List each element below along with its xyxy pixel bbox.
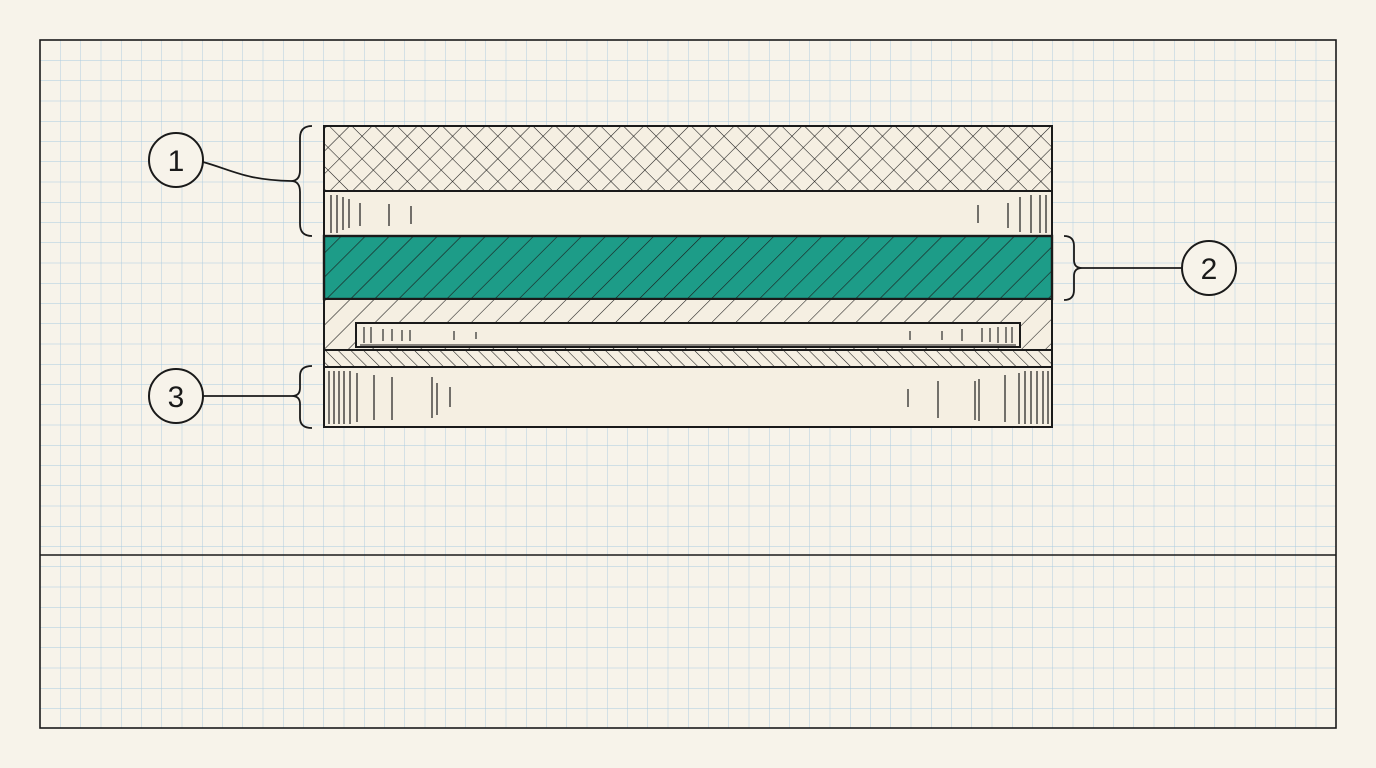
layer-plain-upper [323,190,1053,237]
callout-number-3: 3 [168,381,185,414]
layer-teal-active [322,234,1054,301]
callout-bubble-1 [148,132,204,188]
callout-bubble-3 [148,368,204,424]
callout-number-1: 1 [168,145,185,178]
callout-bubble-2 [1181,240,1237,296]
layer-hatched-with-channel [323,298,1053,351]
layer-crosshatch-top [323,125,1053,192]
layer-thin-strip [323,349,1053,368]
callout-number-2: 2 [1201,253,1218,286]
inner-channel [355,322,1021,348]
callout-3: 3 [148,365,313,429]
layer-substrate-bottom [323,366,1053,428]
callout-2: 2 [1063,235,1237,301]
leader-1 [202,161,292,182]
drawing-frame [39,39,1337,729]
callout-1: 1 [148,125,313,237]
